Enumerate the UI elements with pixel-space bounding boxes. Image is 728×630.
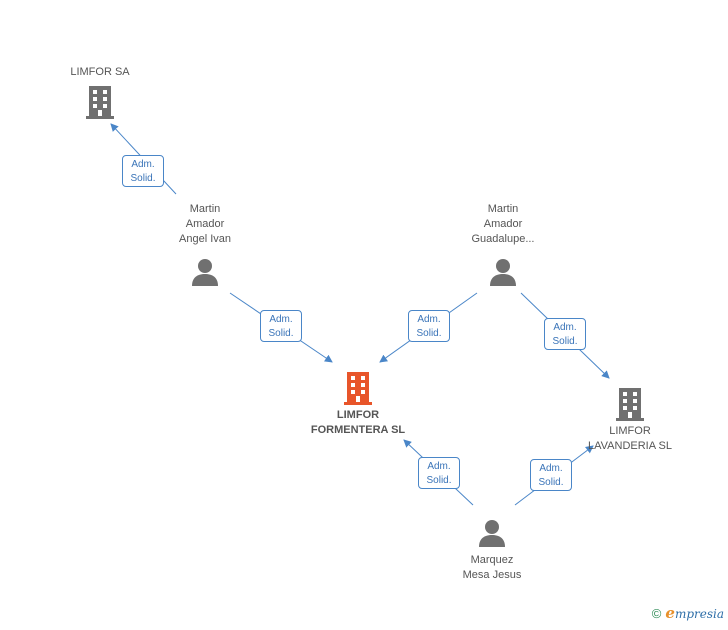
node-label-line: Guadalupe...	[471, 233, 535, 245]
node-limfor-formentera[interactable]: LIMFOR FORMENTERA SL	[300, 370, 416, 438]
node-label-line: Amador	[185, 218, 225, 230]
node-label-line: Angel Ivan	[179, 233, 231, 245]
node-person-martin-amador-guadalupe[interactable]: Martin Amador Guadalupe...	[455, 202, 551, 287]
relation-role: Adm.	[553, 322, 577, 333]
relation-badge-angel-limfor-sa[interactable]: Adm. Solid.	[122, 155, 164, 187]
building-icon	[344, 372, 372, 405]
relation-role: Adm.	[427, 461, 451, 472]
relation-role: Adm.	[131, 159, 155, 170]
person-icon	[192, 259, 218, 286]
relation-role-detail: Solid.	[416, 328, 442, 339]
node-label-line: LIMFOR SA	[70, 66, 130, 78]
relation-role-detail: Solid.	[268, 328, 294, 339]
person-icon	[479, 520, 505, 547]
brand-name: mpresia	[674, 607, 724, 621]
relation-role-detail: Solid.	[552, 336, 578, 347]
relation-badge-marquez-lavanderia[interactable]: Adm. Solid.	[530, 459, 572, 491]
node-label-line: Martin	[487, 203, 519, 215]
relation-role-detail: Solid.	[426, 475, 452, 486]
relation-badge-marquez-formentera[interactable]: Adm. Solid.	[418, 457, 460, 489]
node-label-line: Amador	[483, 218, 523, 230]
brand-initial: e	[665, 604, 675, 622]
node-label-line: Marquez	[470, 554, 514, 566]
node-person-marquez-mesa[interactable]: Marquez Mesa Jesus	[447, 518, 537, 583]
node-person-martin-amador-angel[interactable]: Martin Amador Angel Ivan	[160, 202, 250, 287]
brand-logo: empresia	[665, 604, 724, 622]
relation-role: Adm.	[417, 314, 441, 325]
node-limfor-lavanderia[interactable]: LIMFOR LAVANDERIA SL	[582, 386, 678, 454]
relation-role-detail: Solid.	[538, 477, 564, 488]
footer-brand: © empresia	[652, 604, 724, 622]
node-label-line: LIMFOR	[609, 425, 651, 437]
relation-badge-guadalupe-formentera[interactable]: Adm. Solid.	[408, 310, 450, 342]
node-limfor-sa[interactable]: LIMFOR SA	[60, 65, 140, 120]
building-icon	[616, 388, 644, 421]
copyright-icon: ©	[651, 605, 662, 621]
person-icon	[490, 259, 516, 286]
relation-badge-angel-formentera[interactable]: Adm. Solid.	[260, 310, 302, 342]
building-icon	[86, 86, 114, 119]
node-label-line: FORMENTERA SL	[310, 424, 406, 436]
relation-role-detail: Solid.	[130, 173, 156, 184]
node-label-line: Martin	[189, 203, 221, 215]
relation-role: Adm.	[539, 463, 563, 474]
relation-badge-guadalupe-lavanderia[interactable]: Adm. Solid.	[544, 318, 586, 350]
node-label-line: LAVANDERIA SL	[588, 440, 672, 452]
node-label-line: Mesa Jesus	[462, 569, 522, 581]
relation-role: Adm.	[269, 314, 293, 325]
node-label-line: LIMFOR	[336, 409, 380, 421]
